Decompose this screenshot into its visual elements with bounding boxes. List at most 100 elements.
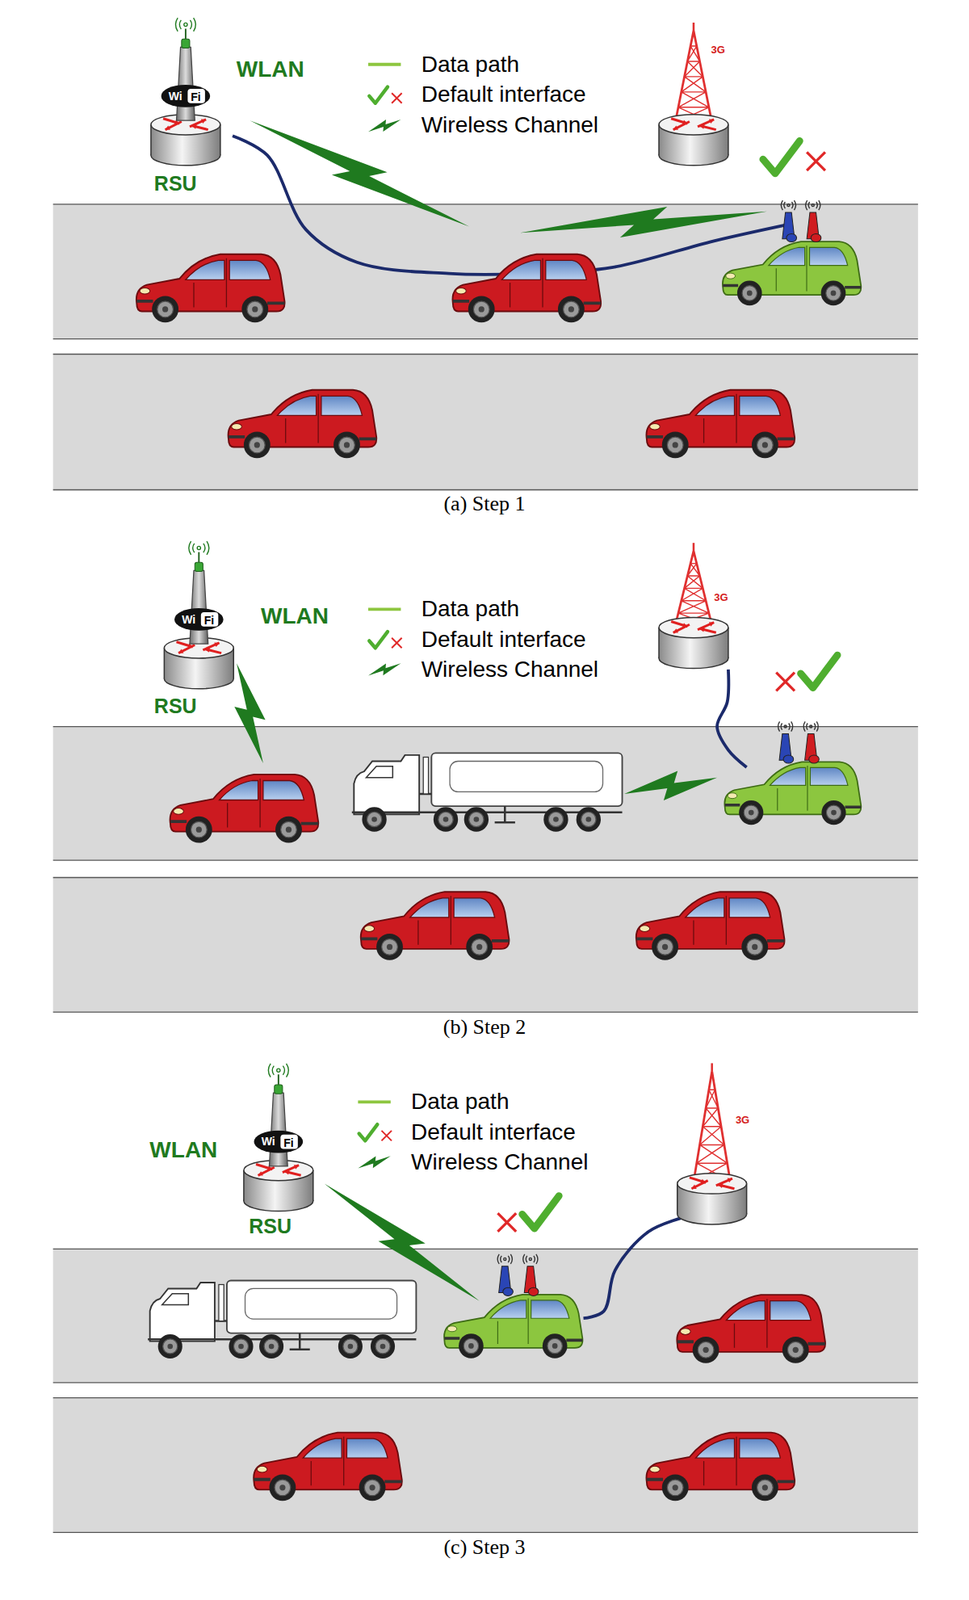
hub <box>279 1484 286 1490</box>
rim <box>826 285 841 301</box>
router-arrowhead <box>691 1184 697 1189</box>
hub <box>662 943 668 950</box>
cross-mark <box>391 92 403 104</box>
car-window <box>531 1300 570 1318</box>
rim <box>274 1479 291 1496</box>
car <box>360 891 510 961</box>
wheel <box>158 1333 183 1359</box>
car <box>724 761 861 825</box>
check-mark <box>369 87 388 104</box>
car-window <box>229 260 271 280</box>
cell-tower <box>675 22 712 123</box>
hub <box>386 943 393 950</box>
cellular-router: 3G <box>652 540 735 680</box>
wheel <box>751 432 779 459</box>
car-door <box>227 778 261 828</box>
antenna-foot <box>809 755 820 764</box>
wheel <box>821 281 847 307</box>
router-arrowhead <box>293 1164 299 1170</box>
wheel <box>333 432 361 459</box>
roadside-unit: WiFiRSU <box>136 20 235 200</box>
network-label: WLAN <box>149 1138 218 1162</box>
router-arrowhead <box>673 628 679 633</box>
legend-text: Data path <box>411 1090 509 1113</box>
wheel <box>268 1473 296 1501</box>
hub <box>167 1343 173 1350</box>
roadside-unit: WiFiRSU <box>229 1065 328 1243</box>
check-mark <box>369 631 388 648</box>
cellular-router: 3G <box>652 20 735 178</box>
tower-legs <box>675 30 712 123</box>
rim <box>469 811 484 827</box>
road-lane <box>53 726 919 860</box>
car-window <box>302 1438 342 1458</box>
wheel <box>465 933 493 961</box>
rim <box>666 436 684 454</box>
road-lane <box>53 1397 919 1533</box>
car-light <box>639 925 651 932</box>
figure-caption: (b) Step 2 <box>443 1016 527 1038</box>
unit-label: RSU <box>248 1216 292 1237</box>
radio-waves <box>803 721 818 731</box>
antenna-foot <box>783 755 794 764</box>
legend-text: Data path <box>421 53 520 76</box>
badge-ground <box>174 608 224 631</box>
radio-waves <box>497 1254 512 1264</box>
rim <box>248 436 265 454</box>
lane-edge <box>53 726 919 860</box>
cellular-router: 3G <box>671 1061 753 1237</box>
wheel <box>651 933 679 961</box>
lane-edge <box>53 1248 919 1382</box>
trailer-panel <box>449 761 603 793</box>
wireless-channel <box>366 114 403 137</box>
data-path <box>717 669 747 768</box>
wheel <box>692 1336 720 1364</box>
hub <box>746 290 753 297</box>
road-lane <box>53 354 919 491</box>
router-arrowhead <box>727 1178 733 1183</box>
badge-box <box>201 612 219 627</box>
router-body <box>658 114 729 166</box>
cross-mark <box>391 637 403 649</box>
radio-dot <box>528 1257 532 1260</box>
data-path <box>583 1216 688 1318</box>
badge-text: Wi <box>181 613 196 626</box>
router-arrow <box>673 624 690 633</box>
exhaust <box>423 756 428 793</box>
hub <box>371 816 378 823</box>
car-door <box>285 394 319 444</box>
router-arrow <box>697 622 714 630</box>
rim <box>157 301 174 318</box>
step-panel <box>53 541 919 1012</box>
car-window <box>695 395 735 416</box>
cross-mark <box>497 1212 516 1232</box>
legend-text: Default interface <box>421 628 587 651</box>
car-light <box>650 423 661 430</box>
car-window <box>695 1438 735 1458</box>
car-light <box>680 1328 692 1335</box>
car-window <box>453 897 495 918</box>
tower-legs <box>693 1071 730 1182</box>
hub <box>380 1343 386 1350</box>
hub <box>468 1342 475 1349</box>
wheel <box>737 281 763 307</box>
router-arrowhead <box>201 118 206 124</box>
car <box>676 1294 826 1364</box>
wheel <box>464 806 489 831</box>
car-window <box>501 260 541 280</box>
radio-dot <box>811 204 814 207</box>
wheel <box>185 816 213 844</box>
car <box>253 1432 403 1502</box>
radio-waves <box>778 721 793 731</box>
hub <box>474 816 480 823</box>
unit-label: RSU <box>154 696 198 717</box>
rim <box>746 939 764 956</box>
antenna-foot <box>810 233 822 242</box>
radio-dot <box>197 545 201 550</box>
car-door <box>418 895 451 945</box>
router-body <box>151 114 221 166</box>
step-panel <box>53 17 919 490</box>
hub <box>830 809 837 816</box>
wheel <box>243 432 271 459</box>
radio-dot <box>276 1068 281 1072</box>
